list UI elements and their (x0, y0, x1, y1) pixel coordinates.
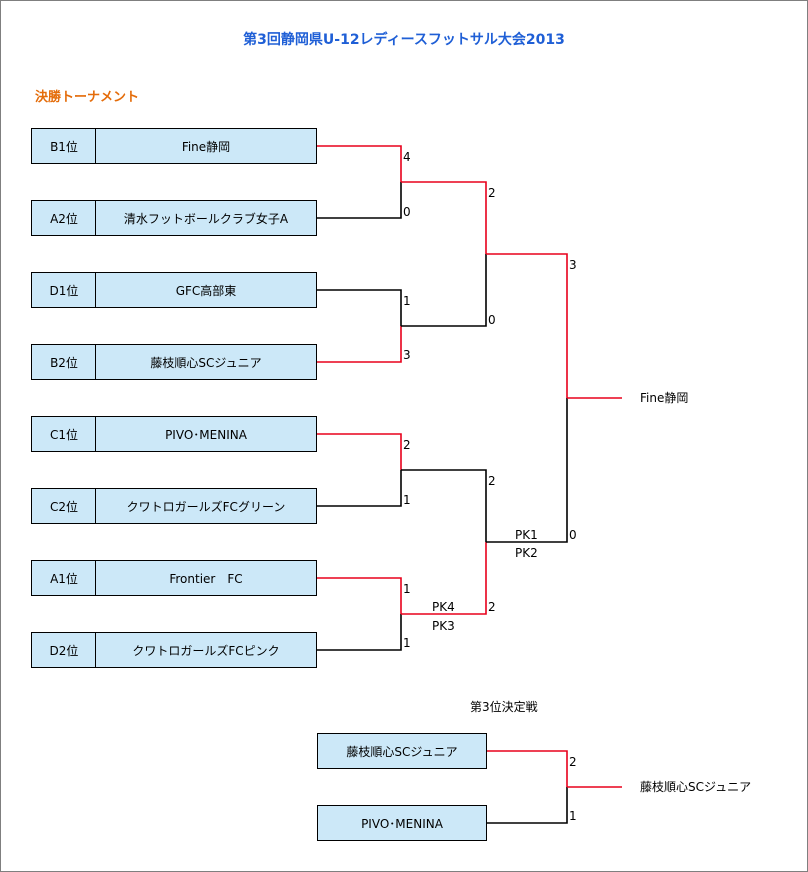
qf4-pk-top: PK4 (432, 600, 455, 614)
sf2-pk-bottom: PK2 (515, 546, 538, 560)
bracket-line-sf1-loser (401, 254, 487, 327)
team-cell: PIVO･MENINA (95, 416, 317, 452)
qf2-score-bottom: 3 (403, 348, 411, 362)
team-cell: クワトロガールズFCグリーン (95, 488, 317, 524)
team-cell: Frontier FC (95, 560, 317, 596)
bracket-line-qf1-loser (317, 182, 402, 219)
tournament-title: 第3回静岡県U-12レディースフットサル大会2013 (243, 32, 565, 48)
seed-cell: C1位 (31, 416, 96, 452)
champion-label: Fine静岡 (640, 391, 689, 405)
seed-cell: C2位 (31, 488, 96, 524)
qf1-score-bottom: 0 (403, 205, 411, 219)
qf4-pk-bottom: PK3 (432, 619, 455, 633)
third-place-team-cell: PIVO･MENINA (317, 805, 487, 841)
bracket-line-sf2-winner (401, 542, 487, 615)
bracket-line-qf1-winner (317, 145, 402, 182)
qf2-score-top: 1 (403, 294, 411, 308)
bracket-line-qf2-loser (317, 289, 402, 326)
team-cell: クワトロガールズFCピンク (95, 632, 317, 668)
final-score-top: 3 (569, 258, 577, 272)
bracket-line-final-winner (486, 253, 568, 398)
qf1-score-top: 4 (403, 150, 411, 164)
sf2-pk-top: PK1 (515, 528, 538, 542)
bracket-line-3rd-loser (487, 787, 568, 824)
seed-cell: B2位 (31, 344, 96, 380)
seed-cell: A2位 (31, 200, 96, 236)
bracket-line-qf4-winner (317, 577, 402, 614)
seed-cell: B1位 (31, 128, 96, 164)
seed-cell: D2位 (31, 632, 96, 668)
third-place-score-bottom: 1 (569, 809, 577, 823)
third-place-title: 第3位決定戦 (470, 700, 538, 714)
qf3-score-bottom: 1 (403, 493, 411, 507)
qf3-score-top: 2 (403, 438, 411, 452)
bracket-line-sf2-loser (401, 469, 487, 542)
seed-cell: D1位 (31, 272, 96, 308)
bracket-line-final-loser (486, 398, 568, 543)
bracket-line-sf1-winner (401, 181, 487, 254)
final-score-bottom: 0 (569, 528, 577, 542)
bracket-line-qf2-winner (317, 326, 402, 363)
bracket-subtitle: 決勝トーナメント (35, 90, 140, 105)
sf2-score-top: 2 (488, 474, 496, 488)
sf2-score-bottom: 2 (488, 600, 496, 614)
team-cell: Fine静岡 (95, 128, 317, 164)
bracket-line-3rd-winner (487, 750, 568, 787)
sf1-score-top: 2 (488, 186, 496, 200)
qf4-score-top: 1 (403, 582, 411, 596)
team-cell: GFC高部東 (95, 272, 317, 308)
seed-cell: A1位 (31, 560, 96, 596)
third-place-team-cell: 藤枝順心SCジュニア (317, 733, 487, 769)
third-place-score-top: 2 (569, 755, 577, 769)
bracket-line-qf4-loser (317, 614, 402, 651)
bracket-line-qf3-winner (317, 433, 402, 470)
team-cell: 清水フットボールクラブ女子A (95, 200, 317, 236)
third-place-winner-label: 藤枝順心SCジュニア (640, 780, 752, 794)
team-cell: 藤枝順心SCジュニア (95, 344, 317, 380)
sf1-score-bottom: 0 (488, 313, 496, 327)
qf4-score-bottom: 1 (403, 636, 411, 650)
bracket-line-qf3-loser (317, 470, 402, 507)
